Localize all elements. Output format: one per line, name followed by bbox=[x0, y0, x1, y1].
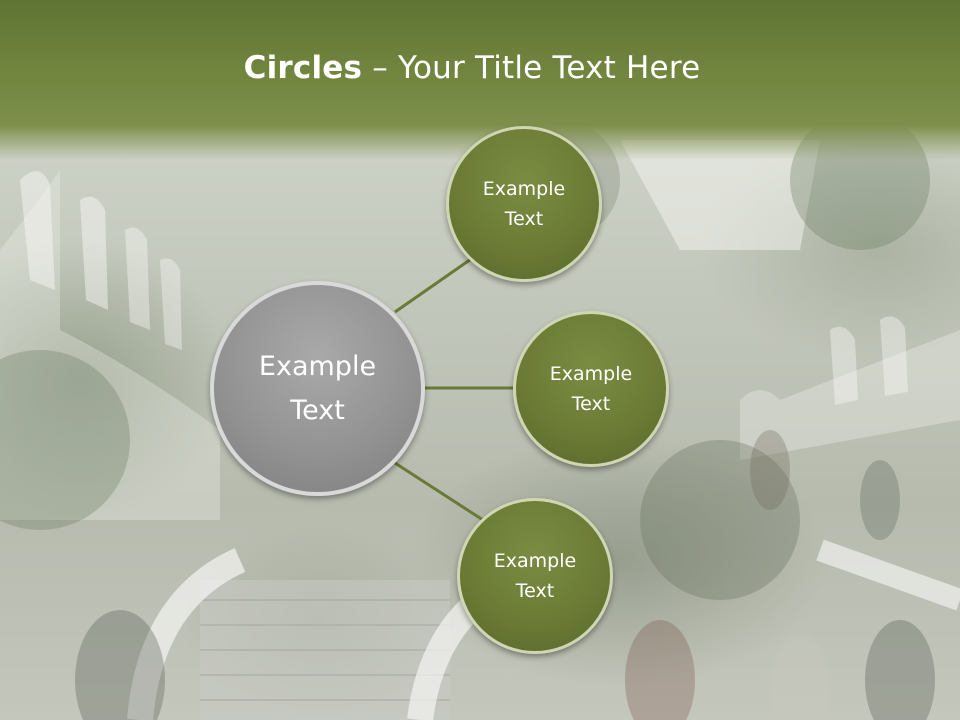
main-circle[interactable]: Example Text bbox=[210, 281, 425, 496]
title-rest: – Your Title Text Here bbox=[362, 50, 701, 86]
satellite-circle-label: Example Text bbox=[493, 550, 577, 602]
connector-3 bbox=[394, 461, 484, 522]
satellite-circle-3[interactable]: Example Text bbox=[457, 498, 613, 654]
slide-title[interactable]: Circles – Your Title Text Here bbox=[0, 50, 944, 86]
title-bar bbox=[0, 0, 960, 160]
satellite-circle-label: Example Text bbox=[549, 363, 633, 415]
title-bold: Circles bbox=[243, 50, 363, 86]
satellite-circle-2[interactable]: Example Text bbox=[513, 311, 669, 467]
main-circle-label: Example Text bbox=[258, 350, 377, 426]
connector-1 bbox=[394, 255, 475, 314]
satellite-circle-label: Example Text bbox=[482, 178, 566, 230]
satellite-circle-1[interactable]: Example Text bbox=[446, 126, 602, 282]
